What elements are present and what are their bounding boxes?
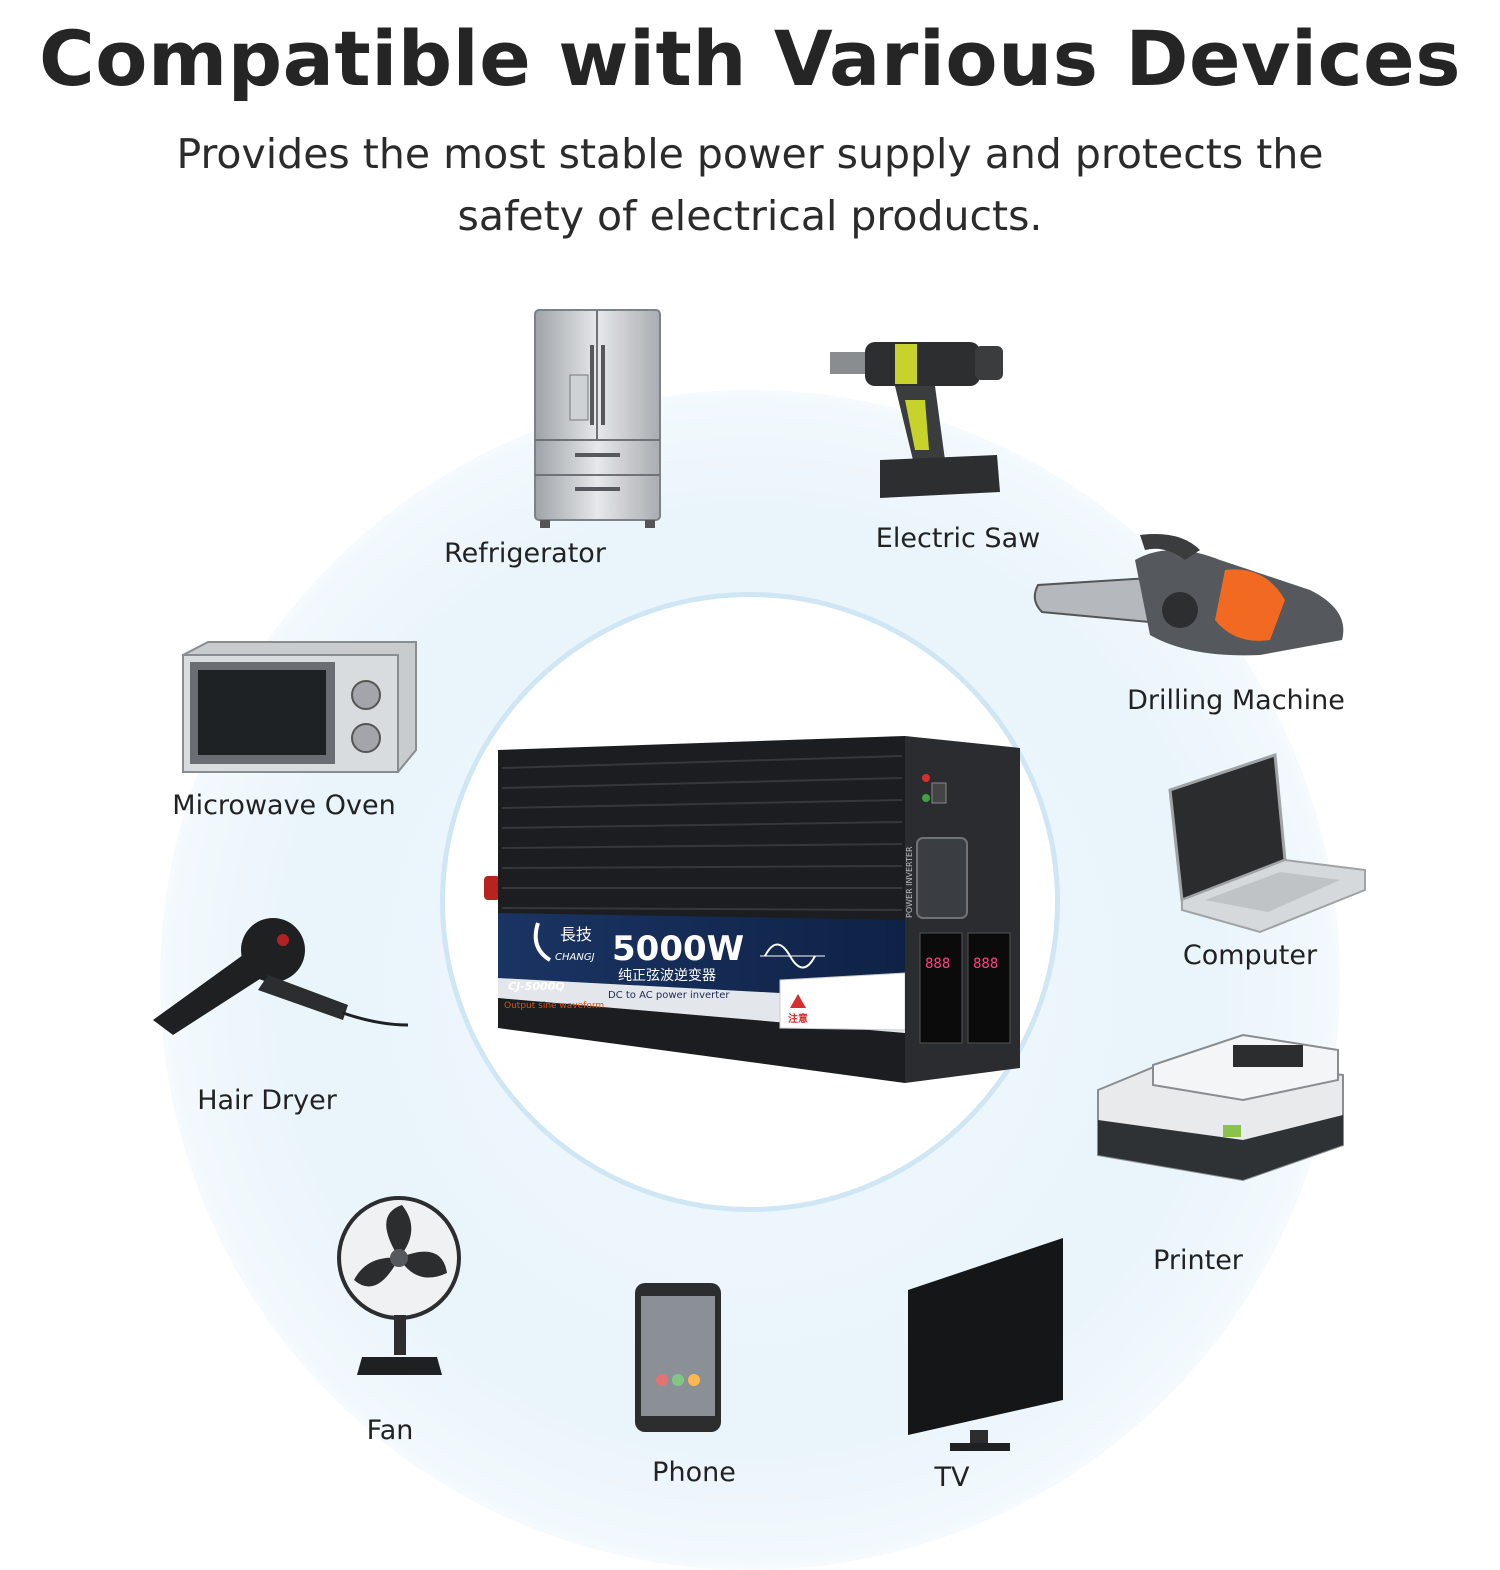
phone-label: Phone (652, 1457, 736, 1488)
subtitle-line-1: Provides the most stable power supply an… (176, 130, 1324, 178)
refrigerator-icon (534, 309, 661, 528)
power-inverter-illustration: 888 888 長技 CHANGJ 5000W 纯正弦波逆变器 CJ-5000Q… (484, 736, 1020, 1083)
microwave-oven-icon (182, 641, 417, 773)
hair-dryer-label: Hair Dryer (197, 1085, 337, 1116)
inverter-name-cn: 纯正弦波逆变器 (618, 968, 716, 984)
dc-to-ac-label: DC to AC power inverter (608, 990, 730, 1001)
model-number: CJ-5000Q (508, 980, 565, 993)
computer-icon (1168, 752, 1366, 934)
refrigerator-label: Refrigerator (444, 538, 606, 569)
tv-label: TV (934, 1462, 970, 1493)
fan-label: Fan (366, 1415, 414, 1446)
drilling-machine-icon (1033, 534, 1344, 656)
computer-label: Computer (1182, 940, 1318, 971)
waveform-label: Output sine waveform (504, 1001, 604, 1011)
microwave-oven-label: Microwave Oven (172, 790, 396, 821)
display-right: 888 (973, 956, 998, 972)
power-rating: 5000W (612, 929, 744, 969)
brand-cn: 長技 (560, 925, 592, 944)
display-left: 888 (925, 956, 950, 972)
phone-icon (635, 1283, 721, 1432)
brand-en: CHANGJ (555, 952, 595, 963)
hair-dryer-icon (153, 918, 409, 1035)
side-label: POWER INVERTER (905, 846, 914, 918)
fan-icon (337, 1196, 461, 1375)
drilling-machine-label: Drilling Machine (1127, 685, 1345, 716)
page-title: Compatible with Various Devices (39, 14, 1461, 103)
subtitle-line-2: safety of electrical products. (457, 192, 1043, 240)
printer-icon (1097, 1033, 1344, 1182)
electric-saw-label: Electric Saw (875, 523, 1041, 554)
printer-label: Printer (1153, 1245, 1243, 1276)
warning-label: 注意 (788, 1012, 808, 1025)
electric-saw-icon (830, 342, 1003, 498)
tv-icon (908, 1238, 1063, 1451)
